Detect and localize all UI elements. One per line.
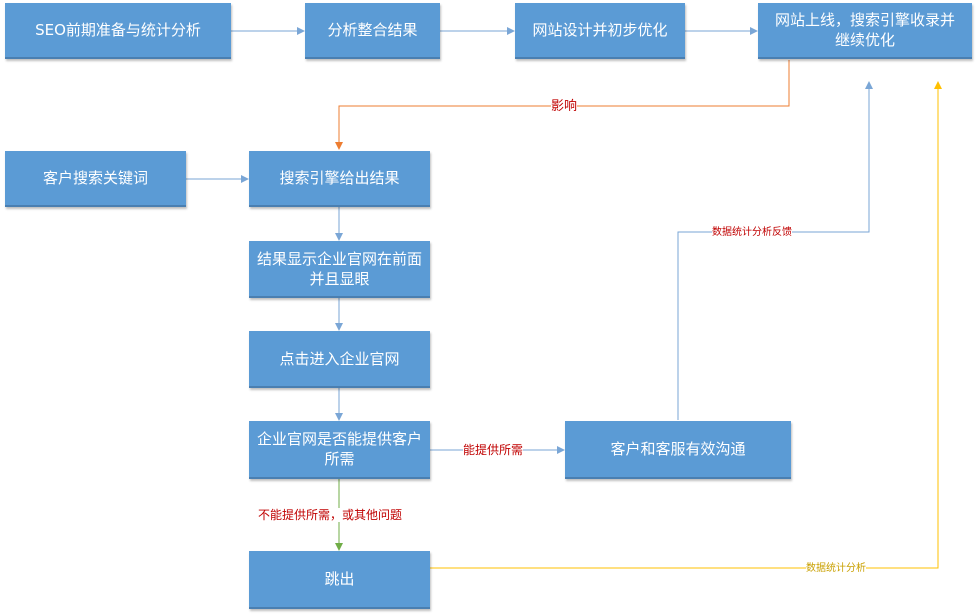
edge-communicate-feedback-online	[677, 81, 873, 420]
node-provide: 企业官网是否能提供客户所需	[249, 421, 430, 479]
node-design: 网站设计并初步优化	[515, 3, 685, 59]
label-can-provide: 能提供所需	[463, 443, 524, 457]
node-display: 结果显示企业官网在前面并且显眼	[249, 241, 430, 298]
node-exit: 跳出	[249, 551, 430, 609]
node-online: 网站上线，搜索引擎收录并继续优化	[758, 3, 972, 59]
node-communicate: 客户和客服有效沟通	[565, 421, 791, 479]
node-keyword: 客户搜索关键词	[5, 151, 186, 207]
label-feedback: 数据统计分析反馈	[712, 226, 792, 240]
node-seo-prep: SEO前期准备与统计分析	[5, 3, 231, 59]
label-cannot-provide: 不能提供所需，或其他问题	[258, 508, 403, 522]
label-stats: 数据统计分析	[806, 562, 866, 576]
node-analysis: 分析整合结果	[305, 3, 440, 59]
node-click: 点击进入企业官网	[249, 331, 430, 388]
label-influence: 影响	[551, 99, 578, 114]
edge-exit-stats-online	[430, 81, 942, 569]
node-results: 搜索引擎给出结果	[249, 151, 430, 207]
